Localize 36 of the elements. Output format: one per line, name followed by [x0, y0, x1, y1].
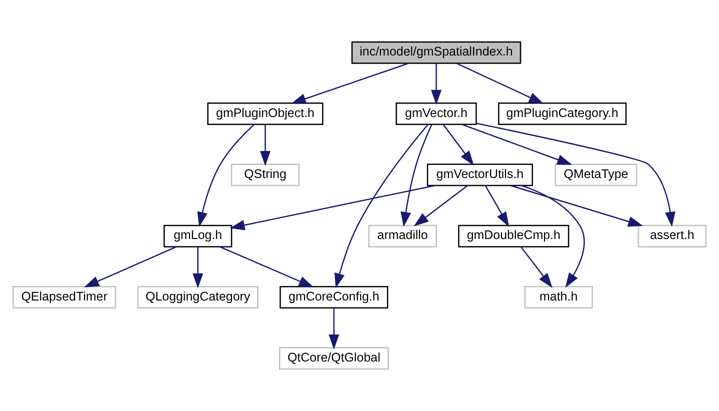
arrow [520, 246, 552, 288]
arrow [260, 124, 271, 166]
node-box: armadillo [368, 224, 437, 248]
node-box: gmDoubleCmp.h [458, 224, 570, 248]
arrow [510, 185, 644, 227]
node-box: gmLog.h [164, 224, 232, 248]
arrow [476, 122, 676, 227]
arrow [442, 124, 474, 166]
arrow [400, 124, 432, 227]
arrow [484, 186, 510, 227]
arrow [197, 124, 255, 228]
arrow [230, 184, 435, 230]
arrow [462, 124, 572, 165]
node-box: inc/model/gmSpatialIndex.h [351, 41, 522, 64]
node-box: gmVectorUtils.h [426, 164, 533, 186]
node-box: assert.h [638, 224, 706, 248]
node-box: QtCore/QtGlobal [279, 347, 389, 370]
arrow [192, 247, 204, 288]
arrow [219, 246, 314, 288]
node-box: gmVector.h [396, 102, 477, 125]
arrow [328, 308, 340, 350]
node-box: QMetaType [554, 164, 638, 186]
arrow [84, 246, 177, 288]
arrow [290, 62, 409, 104]
arrow [521, 184, 585, 288]
arrow [334, 124, 428, 288]
node-box: gmPluginCategory.h [498, 102, 627, 125]
arrow [456, 62, 544, 104]
node-box: QLoggingCategory [137, 286, 258, 308]
arrow [431, 64, 442, 105]
node-box: QElapsedTimer [12, 286, 116, 308]
node-box: QString [230, 164, 300, 186]
arrow [414, 185, 468, 226]
node-box: gmPluginObject.h [207, 102, 324, 125]
node-box: math.h [524, 286, 593, 308]
node-box: gmCoreConfig.h [280, 286, 388, 308]
